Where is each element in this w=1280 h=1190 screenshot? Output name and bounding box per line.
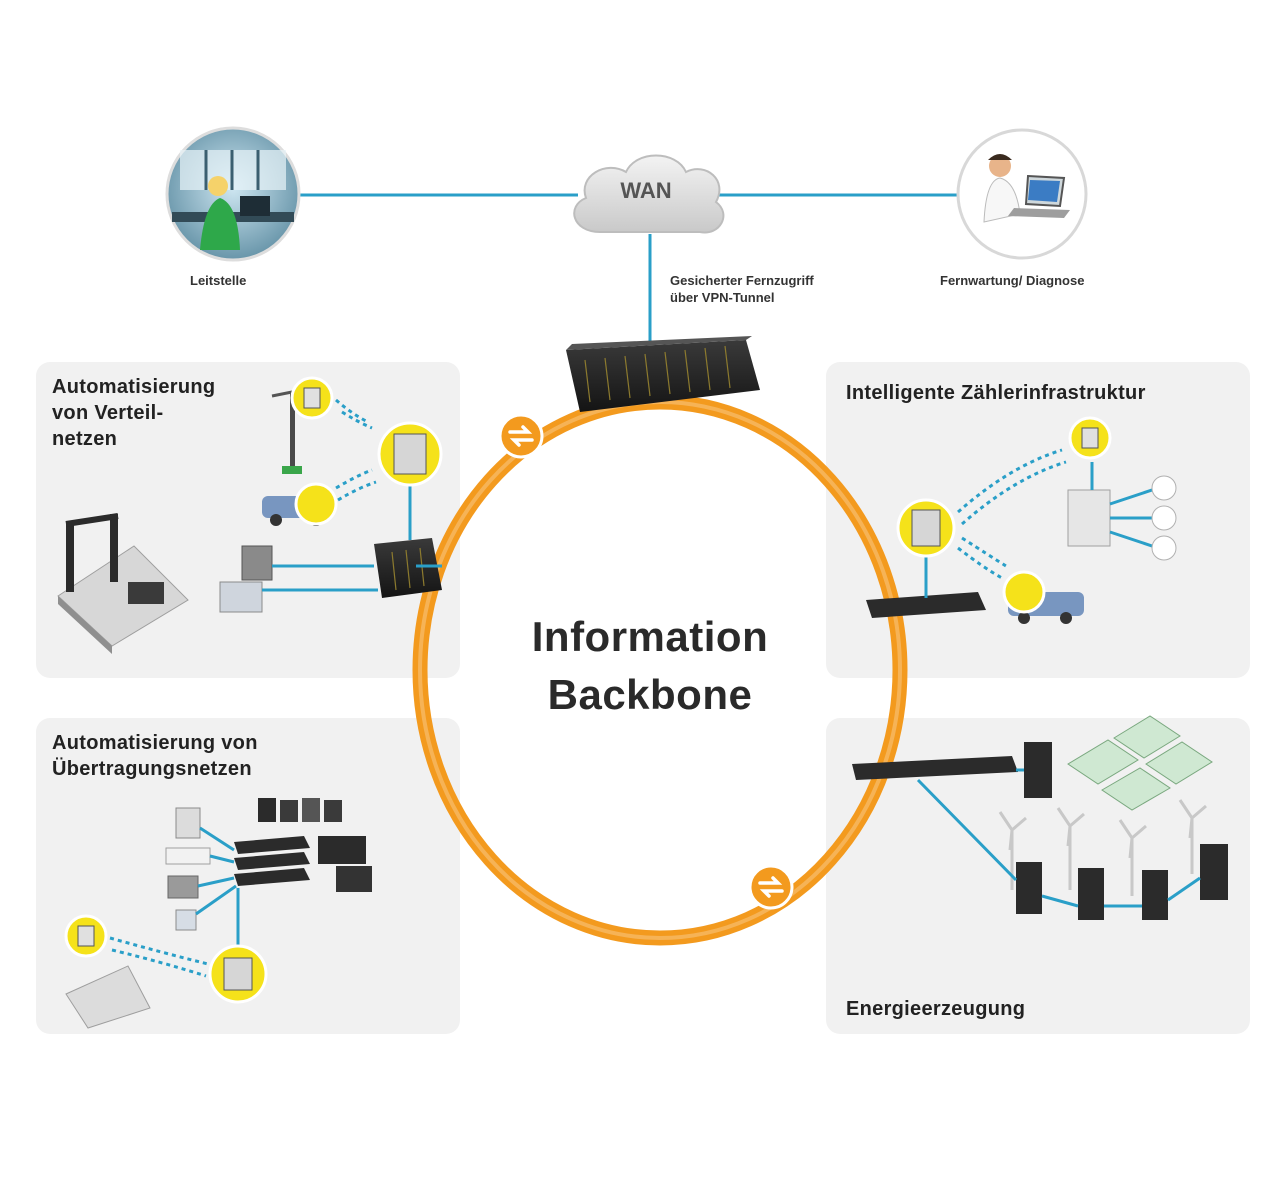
backbone-title-line2: Backbone <box>547 671 753 718</box>
remote-maintenance-label: Fernwartung/ Diagnose <box>940 273 1085 288</box>
wan-label: WAN <box>620 178 672 203</box>
panel-title-transmission: Automatisierung von Übertragungsnetzen <box>52 732 258 780</box>
panel-title-smart-metering: Intelligente Zählerinfrastruktur <box>846 382 1146 404</box>
smart-meter-icon <box>896 416 1177 614</box>
remote-maintenance-icon <box>956 128 1088 260</box>
vpn-tunnel-label: Gesicherter Fernzugriff über VPN-Tunnel <box>670 273 814 305</box>
rack-switch-icon <box>566 336 760 412</box>
radio-signal-icon <box>957 448 1067 580</box>
transmission-devices <box>65 798 372 1029</box>
radio-signal-icon <box>109 936 209 978</box>
backbone-title: Information Backbone <box>490 608 810 724</box>
ring-coupler-icon <box>498 413 544 459</box>
distribution-links <box>262 486 442 592</box>
panel-smart-metering <box>826 362 1250 678</box>
ring-coupler-icon <box>748 864 794 910</box>
generation-devices <box>852 715 1228 920</box>
cloud-icon <box>573 154 725 234</box>
panel-title-generation: Energieerzeugung <box>846 998 1026 1020</box>
wind-turbine-icon <box>998 799 1207 896</box>
control-room-icon <box>165 126 301 262</box>
transmission-links <box>195 826 240 950</box>
smart-metering-links <box>924 462 1159 598</box>
smart-meter-icon <box>290 376 443 526</box>
smart-meter-icon <box>64 914 268 1004</box>
solar-panel-icon <box>1067 715 1213 811</box>
smart-metering-devices <box>866 489 1111 624</box>
radio-signal-icon <box>335 398 377 502</box>
control-room-label: Leitstelle <box>190 273 247 288</box>
panel-title-distribution: Automatisierung von Verteil- netzen <box>52 376 216 450</box>
backbone-title-line1: Information <box>531 613 769 660</box>
wan-links <box>298 193 958 344</box>
generation-links <box>916 768 1201 908</box>
